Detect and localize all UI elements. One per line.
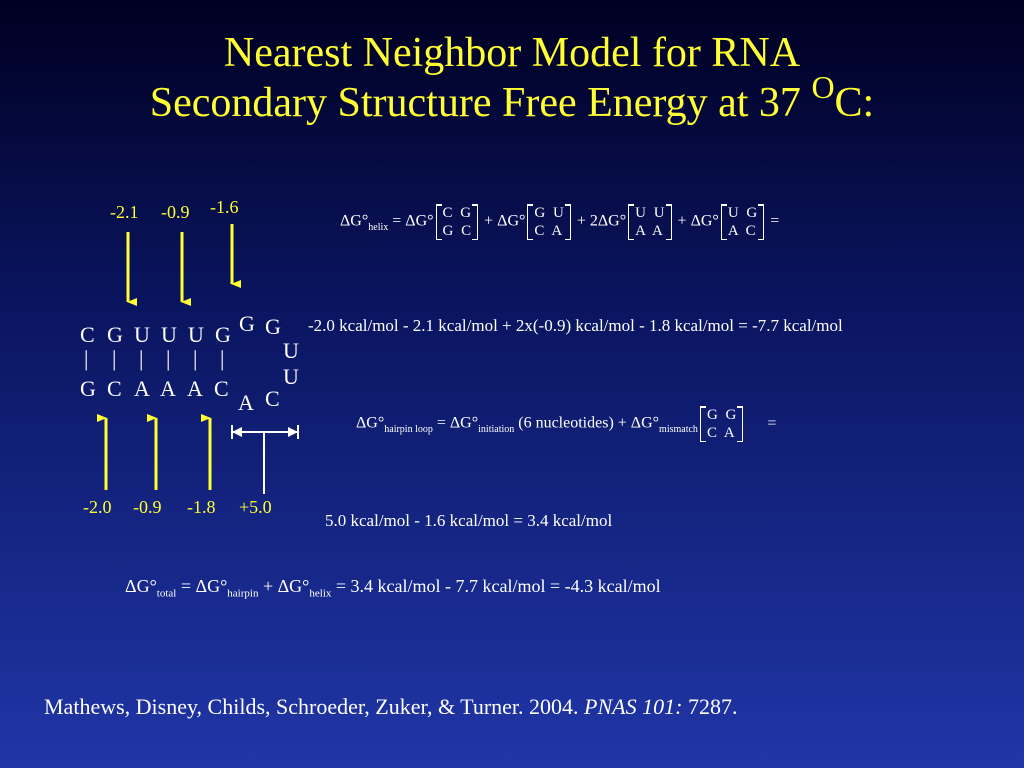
top-nt-3: U — [134, 322, 150, 347]
loop-nt-3: U — [283, 338, 299, 363]
helix-sub: helix — [368, 221, 389, 233]
hairpin-dg-mismatch: ΔG° — [630, 414, 660, 432]
bottom-nt-6: C — [214, 376, 229, 401]
helix-dg-4: ΔG° — [690, 212, 719, 230]
helix-dg-2: ΔG° — [497, 212, 526, 230]
matrix-1: C G G C — [435, 204, 479, 240]
total-hairpin-sub: hairpin — [227, 587, 259, 600]
title-line-2-end: C: — [834, 80, 875, 127]
title-line-1: Nearest Neighbor Model for RNA — [223, 30, 801, 76]
pair-bar-4: | — [166, 346, 171, 371]
helix-dg: ΔG° — [340, 212, 369, 230]
total-helix-sub: helix — [309, 587, 332, 600]
matrix-4-row-2: A C — [727, 223, 756, 239]
total-sub: total — [156, 587, 177, 600]
total-equals: = — [180, 576, 191, 596]
helix-plus-3: + — [677, 212, 687, 230]
matrix-3-row-1: U U — [635, 205, 665, 221]
nucleotides-text: (6 nucleotides) + — [518, 414, 627, 432]
pair-bar-5: | — [193, 346, 198, 371]
pair-bar-2: | — [112, 346, 117, 371]
hairpin-result: 5.0 kcal/mol - 1.6 kcal/mol = 3.4 kcal/m… — [325, 511, 613, 530]
initiation-sub: initiation — [478, 423, 515, 435]
matrix-4: U G A C — [720, 204, 765, 240]
matrix-4-row-1: U G — [727, 205, 758, 221]
total-plus: + — [262, 576, 274, 596]
pair-bar-3: | — [139, 346, 144, 371]
hairpin-equals: = — [436, 414, 446, 432]
total-dg: ΔG° — [125, 576, 157, 596]
matrix-2-row-2: C A — [534, 223, 563, 239]
top-label-1: -2.1 — [110, 202, 139, 222]
loop-nt-5: C — [265, 386, 280, 411]
bottom-label-3: -1.8 — [187, 497, 216, 517]
hairpin-dg-init: ΔG° — [449, 414, 479, 432]
total-dg-helix: ΔG° — [277, 576, 310, 596]
top-nt-5: U — [188, 322, 204, 347]
top-nt-1: C — [80, 322, 95, 347]
total-result: = 3.4 kcal/mol - 7.7 kcal/mol = -4.3 kca… — [335, 576, 661, 596]
matrix-3: U U A A — [628, 204, 672, 240]
mismatch-sub: mismatch — [659, 423, 698, 435]
helix-two-dg: 2ΔG° — [589, 212, 627, 230]
top-nt-6: G — [215, 322, 231, 347]
top-nt-4: U — [161, 322, 177, 347]
matrix-2-row-1: G U — [534, 205, 564, 221]
citation-journal: PNAS 101: — [584, 694, 683, 719]
bottom-nt-4: A — [160, 376, 176, 401]
bottom-nt-2: C — [107, 376, 122, 401]
helix-plus-2: + — [576, 212, 586, 230]
helix-dg-1: ΔG° — [405, 212, 434, 230]
hairpin-equation: ΔG°hairpin loop = ΔG°initiation (6 nucle… — [356, 406, 776, 442]
hairpin-trailing-equals: = — [767, 414, 777, 432]
matrix-1-row-1: C G — [442, 205, 472, 221]
helix-result: -2.0 kcal/mol - 2.1 kcal/mol + 2x(-0.9) … — [308, 316, 843, 335]
loop-bracket-arrow-right — [288, 427, 298, 437]
matrix-mismatch-row-2: C A — [706, 425, 735, 441]
bottom-label-1: -2.0 — [83, 497, 112, 517]
total-dg-hairpin: ΔG° — [195, 576, 228, 596]
matrix-1-row-2: G C — [442, 223, 472, 239]
top-label-2: -0.9 — [161, 202, 190, 222]
top-nt-2: G — [107, 322, 123, 347]
matrix-mismatch: G G C A — [699, 406, 744, 442]
matrix-mismatch-row-1: G G — [706, 407, 737, 423]
loop-bracket-arrow-left — [232, 427, 242, 437]
hairpin-loop-sub: hairpin loop — [384, 423, 433, 435]
pair-bar-1: | — [84, 346, 89, 371]
loop-nt-6: A — [238, 390, 254, 415]
hairpin-dg: ΔG° — [356, 414, 385, 432]
citation-page: 7287. — [682, 694, 738, 719]
loop-nt-1: G — [239, 311, 255, 336]
citation-authors: Mathews, Disney, Childs, Schroeder, Zuke… — [44, 694, 585, 719]
bottom-nt-3: A — [134, 376, 150, 401]
loop-nt-4: U — [283, 364, 299, 389]
title-degree-symbol: O — [811, 69, 835, 106]
pair-bar-6: | — [220, 346, 225, 371]
title-line-2-text: Secondary Structure Free Energy at 37 — [149, 80, 812, 127]
citation: Mathews, Disney, Childs, Schroeder, Zuke… — [44, 694, 737, 720]
total-equation: ΔG°total = ΔG°hairpin + ΔG°helix = 3.4 k… — [125, 576, 661, 600]
bottom-label-2: -0.9 — [133, 497, 162, 517]
helix-equals: = — [392, 212, 402, 230]
title-line-2: Secondary Structure Free Energy at 37 OC… — [0, 71, 1024, 128]
matrix-2: G U C A — [527, 204, 571, 240]
bottom-nt-5: A — [187, 376, 203, 401]
helix-plus-1: + — [484, 212, 494, 230]
matrix-3-row-2: A A — [635, 223, 663, 239]
helix-trailing-equals: = — [770, 212, 780, 230]
bottom-nt-1: G — [80, 376, 96, 401]
loop-nt-2: G — [265, 314, 281, 339]
slide-title: Nearest Neighbor Model for RNA Secondary… — [0, 28, 1024, 129]
bottom-label-4: +5.0 — [239, 497, 272, 517]
top-label-3: -1.6 — [210, 197, 239, 217]
